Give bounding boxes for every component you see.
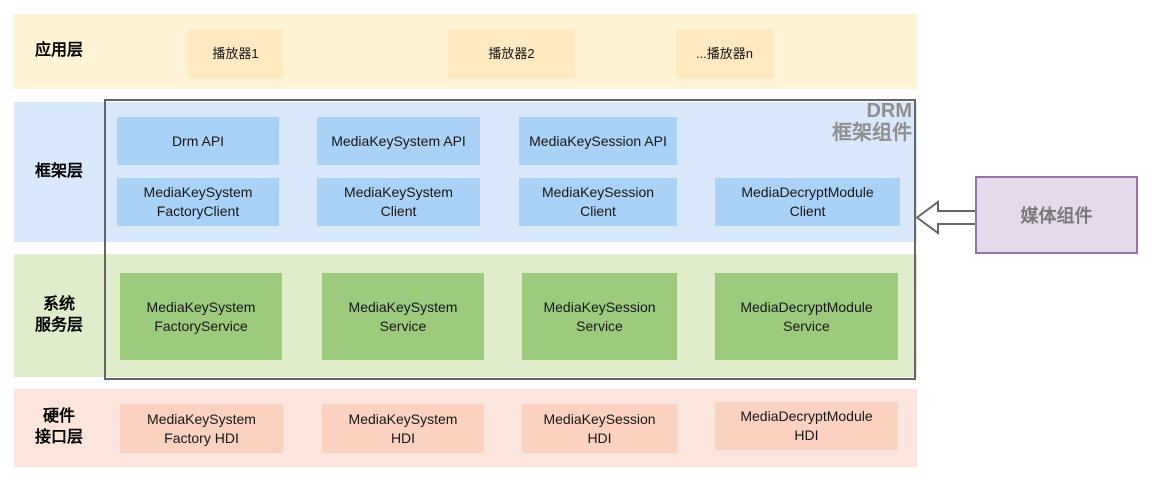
drm-framework-title-line2: 框架组件 [832,122,912,144]
mediakeysystem-service-box: MediaKeySystem Service [322,273,484,360]
mediakeysystem-hdi-box: MediaKeySystem HDI [322,404,484,453]
left-arrow-icon [915,200,977,235]
player1-box: 播放器1 [188,29,283,78]
mediakeysystem-factoryclient-box: MediaKeySystem FactoryClient [117,178,279,226]
media-component-box: 媒体组件 [975,176,1138,254]
mediakeysystem-client-box: MediaKeySystem Client [317,178,480,226]
mediakeysystem-factoryservice-box: MediaKeySystem FactoryService [120,273,282,360]
mediadecryptmodule-client-box: MediaDecryptModule Client [715,178,900,226]
mediakeysession-client-box: MediaKeySession Client [519,178,677,226]
player-n-box: ...播放器n [676,29,773,78]
mediadecryptmodule-service-box: MediaDecryptModule Service [715,273,898,360]
mediadecryptmodule-hdi-box: MediaDecryptModule HDI [715,402,898,450]
player2-box: 播放器2 [448,29,575,78]
framework-layer-label: 框架层 [34,162,83,180]
application-layer-label: 应用层 [34,42,83,60]
drm-api-box: Drm API [117,117,279,165]
drm-framework-title-line1: DRM [866,100,912,122]
mediakeysession-hdi-box: MediaKeySession HDI [522,404,677,453]
mediakeysystem-factory-hdi-box: MediaKeySystem Factory HDI [120,404,283,453]
media-component-label: 媒体组件 [1020,206,1093,226]
mediakeysession-service-box: MediaKeySession Service [522,273,677,360]
mediakeysession-api-box: MediaKeySession API [519,117,677,165]
mediakeysystem-api-box: MediaKeySystem API [317,117,480,165]
drm-framework-title: DRM 框架组件 [606,100,916,144]
system-service-layer-label: 系统 服务层 [34,295,83,334]
hardware-interface-layer-label: 硬件 接口层 [34,408,83,446]
